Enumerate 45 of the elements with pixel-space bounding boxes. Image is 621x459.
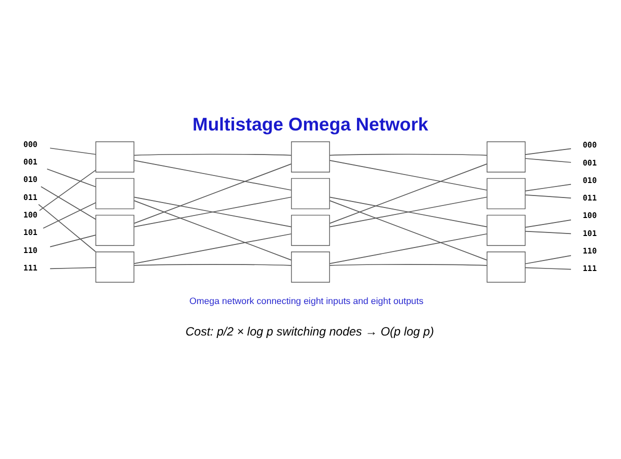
node-box — [486, 178, 526, 209]
node-box — [291, 214, 330, 246]
connector — [50, 234, 96, 247]
connector — [524, 254, 572, 264]
node-box — [486, 214, 526, 246]
connector — [134, 264, 292, 266]
connector — [50, 147, 96, 154]
connector — [134, 232, 292, 264]
connector — [524, 158, 572, 162]
connector — [524, 183, 572, 191]
diagram-title: Multistage Omega Network — [192, 113, 428, 134]
connector — [329, 264, 488, 266]
connector — [39, 169, 96, 210]
connector — [329, 196, 488, 227]
node-box — [291, 251, 330, 282]
label: Cost: p/2 × log p switching nodes → O(p log p) — [185, 324, 434, 338]
connector — [524, 266, 572, 270]
node-box — [95, 251, 134, 282]
connector — [329, 163, 488, 224]
connector — [46, 168, 96, 187]
connector — [524, 194, 572, 198]
connector — [134, 160, 292, 190]
node-box — [486, 251, 526, 282]
node-box — [95, 214, 134, 246]
connector — [524, 230, 572, 234]
connector — [40, 186, 96, 220]
connector — [134, 196, 292, 227]
node-box — [291, 178, 330, 209]
connector — [329, 160, 488, 190]
node-box — [95, 178, 134, 209]
connector — [134, 200, 292, 260]
caption: Omega network connecting eight inputs and eight outputs — [189, 296, 424, 306]
connector — [329, 200, 488, 260]
connector — [524, 148, 572, 154]
connector — [42, 202, 96, 228]
connector — [329, 153, 488, 156]
connector — [329, 232, 488, 264]
connector — [50, 266, 96, 269]
node-box — [486, 140, 526, 172]
node-box — [291, 140, 330, 172]
connector — [134, 153, 292, 156]
connector — [524, 219, 572, 228]
connector — [134, 163, 292, 224]
node-box — [95, 140, 134, 172]
connector — [38, 204, 96, 252]
